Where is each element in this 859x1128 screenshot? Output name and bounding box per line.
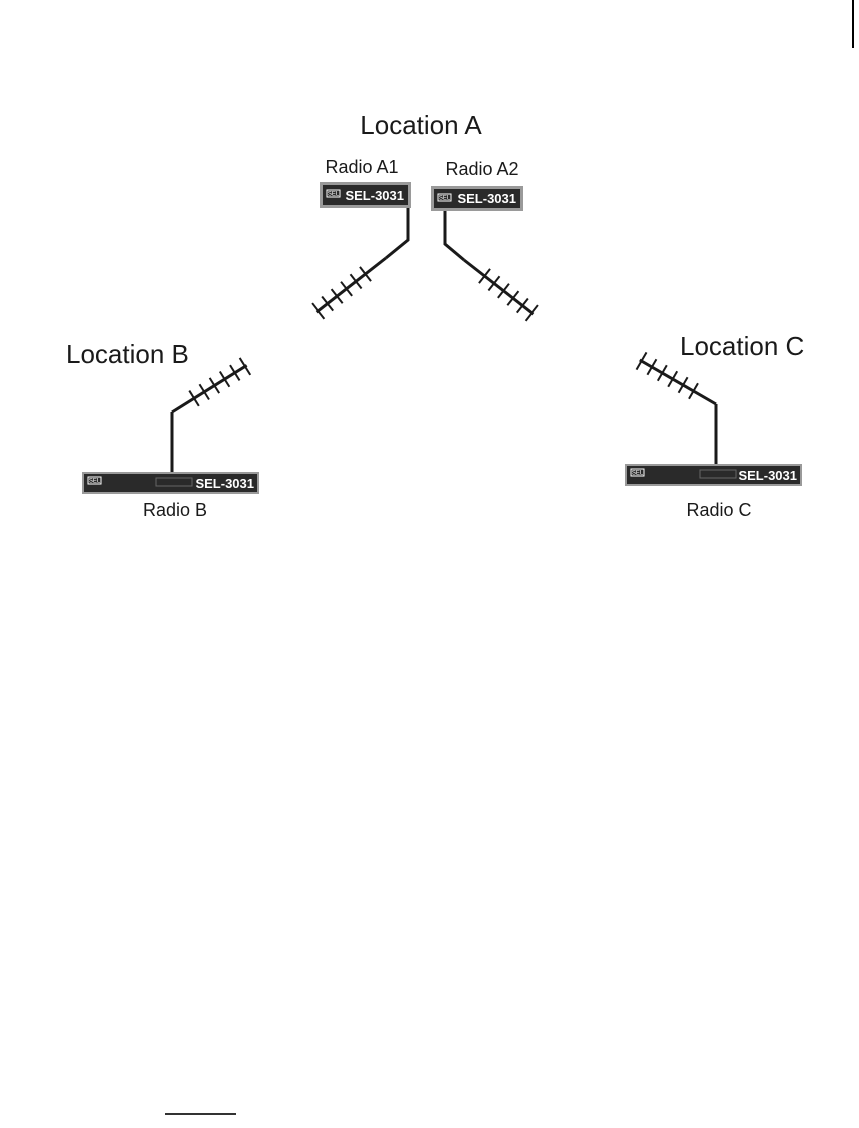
svg-text:SEL: SEL [89, 479, 101, 485]
radio-c-label: Radio C [686, 500, 751, 520]
radio-a2-cable [445, 211, 464, 260]
radio-b-unit: SEL SEL-3031 [82, 472, 259, 494]
radio-a1-model: SEL-3031 [345, 188, 404, 203]
radio-b-label: Radio B [143, 500, 207, 520]
radio-a1-antenna-icon [310, 250, 392, 320]
radio-a2-model: SEL-3031 [457, 191, 516, 206]
radio-a1-label: Radio A1 [325, 157, 398, 177]
radio-a2-label: Radio A2 [445, 159, 518, 179]
svg-text:SEL: SEL [328, 192, 340, 198]
radio-a2-antenna-icon [458, 252, 540, 322]
svg-text:SEL: SEL [439, 196, 451, 202]
radio-a2-unit: SEL SEL-3031 [431, 186, 523, 211]
location-a-label: Location A [360, 110, 482, 140]
svg-text:SEL: SEL [632, 471, 644, 477]
radio-b-model: SEL-3031 [195, 476, 254, 491]
location-b-label: Location B [66, 339, 189, 369]
radio-c-unit: SEL SEL-3031 [625, 464, 802, 486]
location-c-label: Location C [680, 331, 804, 361]
radio-c-model: SEL-3031 [738, 468, 797, 483]
radio-a1-cable [386, 208, 408, 258]
radio-a1-unit: SEL SEL-3031 [320, 182, 411, 208]
